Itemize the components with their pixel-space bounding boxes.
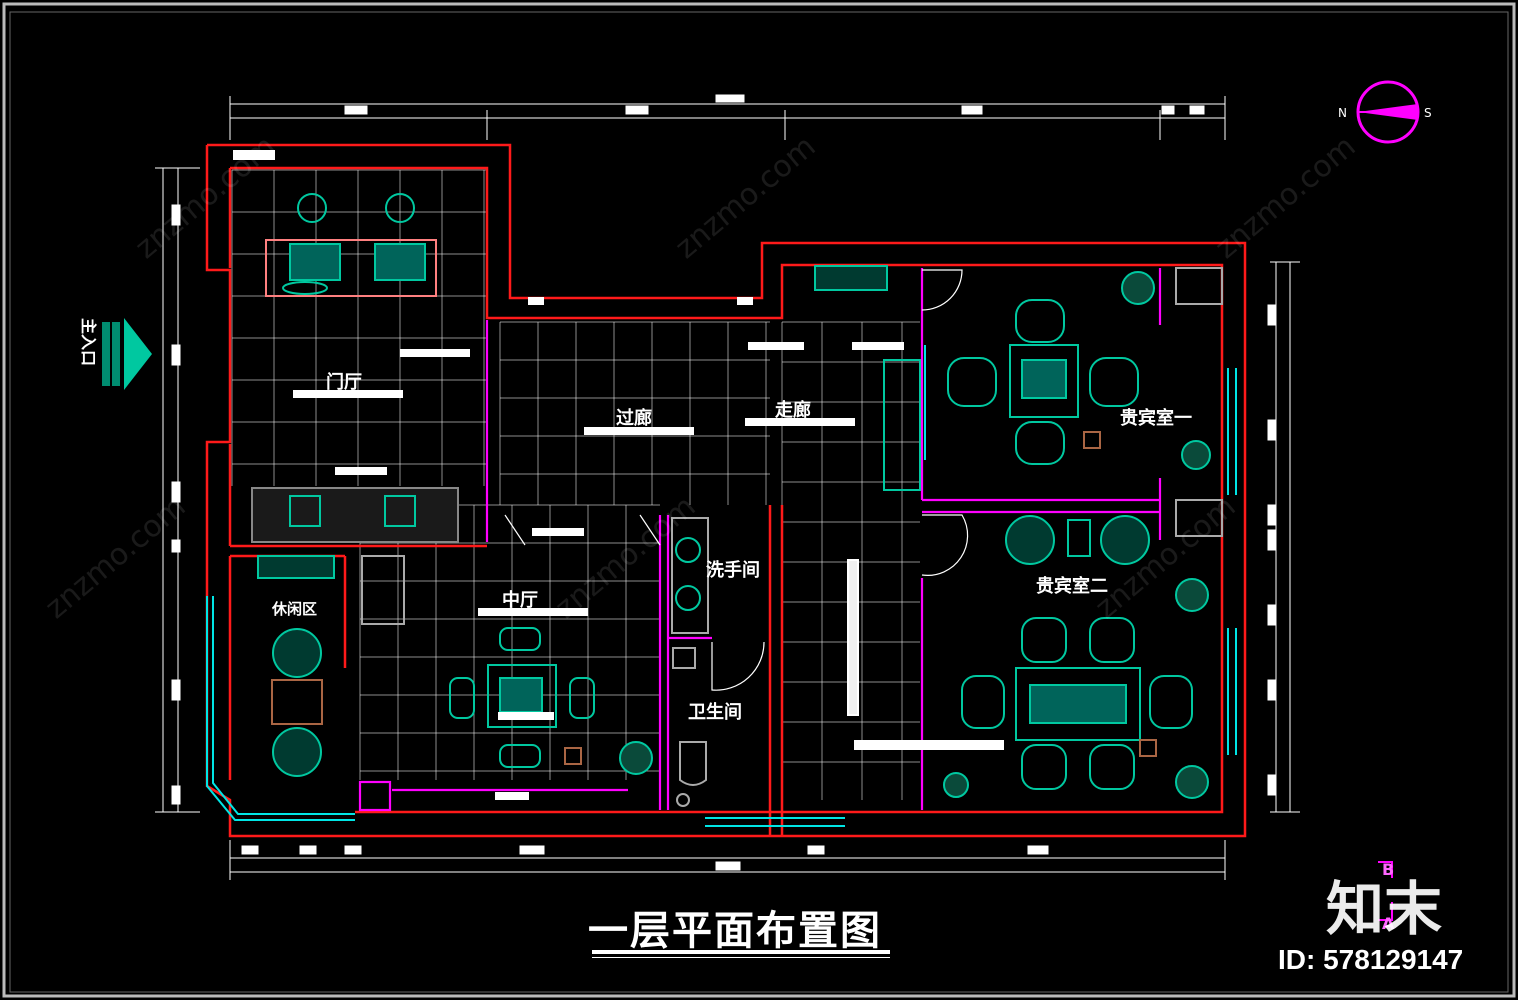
room-label-foyer: 门厅 bbox=[326, 372, 362, 393]
section-mark-bottom: A bbox=[1382, 914, 1395, 933]
entrance-label: 主入口 bbox=[79, 317, 99, 367]
title-underline bbox=[592, 950, 890, 954]
compass-n-label: N bbox=[1338, 106, 1347, 120]
room-label-vip2: 贵宾室二 bbox=[1036, 576, 1108, 597]
section-mark-icon bbox=[1378, 861, 1393, 921]
drawing-title: 一层平面布置图 bbox=[588, 907, 882, 954]
room-label-lounge: 休闲区 bbox=[272, 600, 318, 618]
room-label-corridor: 走廊 bbox=[775, 400, 811, 421]
furniture bbox=[251, 193, 1223, 807]
label-underlines bbox=[233, 150, 1004, 800]
section-mark-top: B bbox=[1382, 860, 1395, 879]
compass-icon bbox=[1356, 80, 1420, 144]
id-label: ID: 578129147 bbox=[1278, 944, 1464, 975]
room-label-vip1: 贵宾室一 bbox=[1120, 408, 1192, 429]
compass-s-label: S bbox=[1424, 106, 1432, 120]
title-underline-thin bbox=[592, 957, 890, 958]
doors bbox=[504, 269, 969, 691]
room-label-toilet: 卫生间 bbox=[688, 702, 742, 723]
partitions bbox=[358, 268, 1162, 812]
entrance-arrow bbox=[102, 318, 152, 390]
dimension-lines bbox=[155, 94, 1300, 880]
room-label-hall: 中厅 bbox=[502, 590, 538, 611]
brand-logo: 知末 bbox=[1326, 875, 1443, 943]
windows bbox=[206, 345, 1237, 827]
room-label-passage: 过廊 bbox=[616, 408, 652, 429]
room-label-washroom: 洗手间 bbox=[706, 560, 760, 581]
